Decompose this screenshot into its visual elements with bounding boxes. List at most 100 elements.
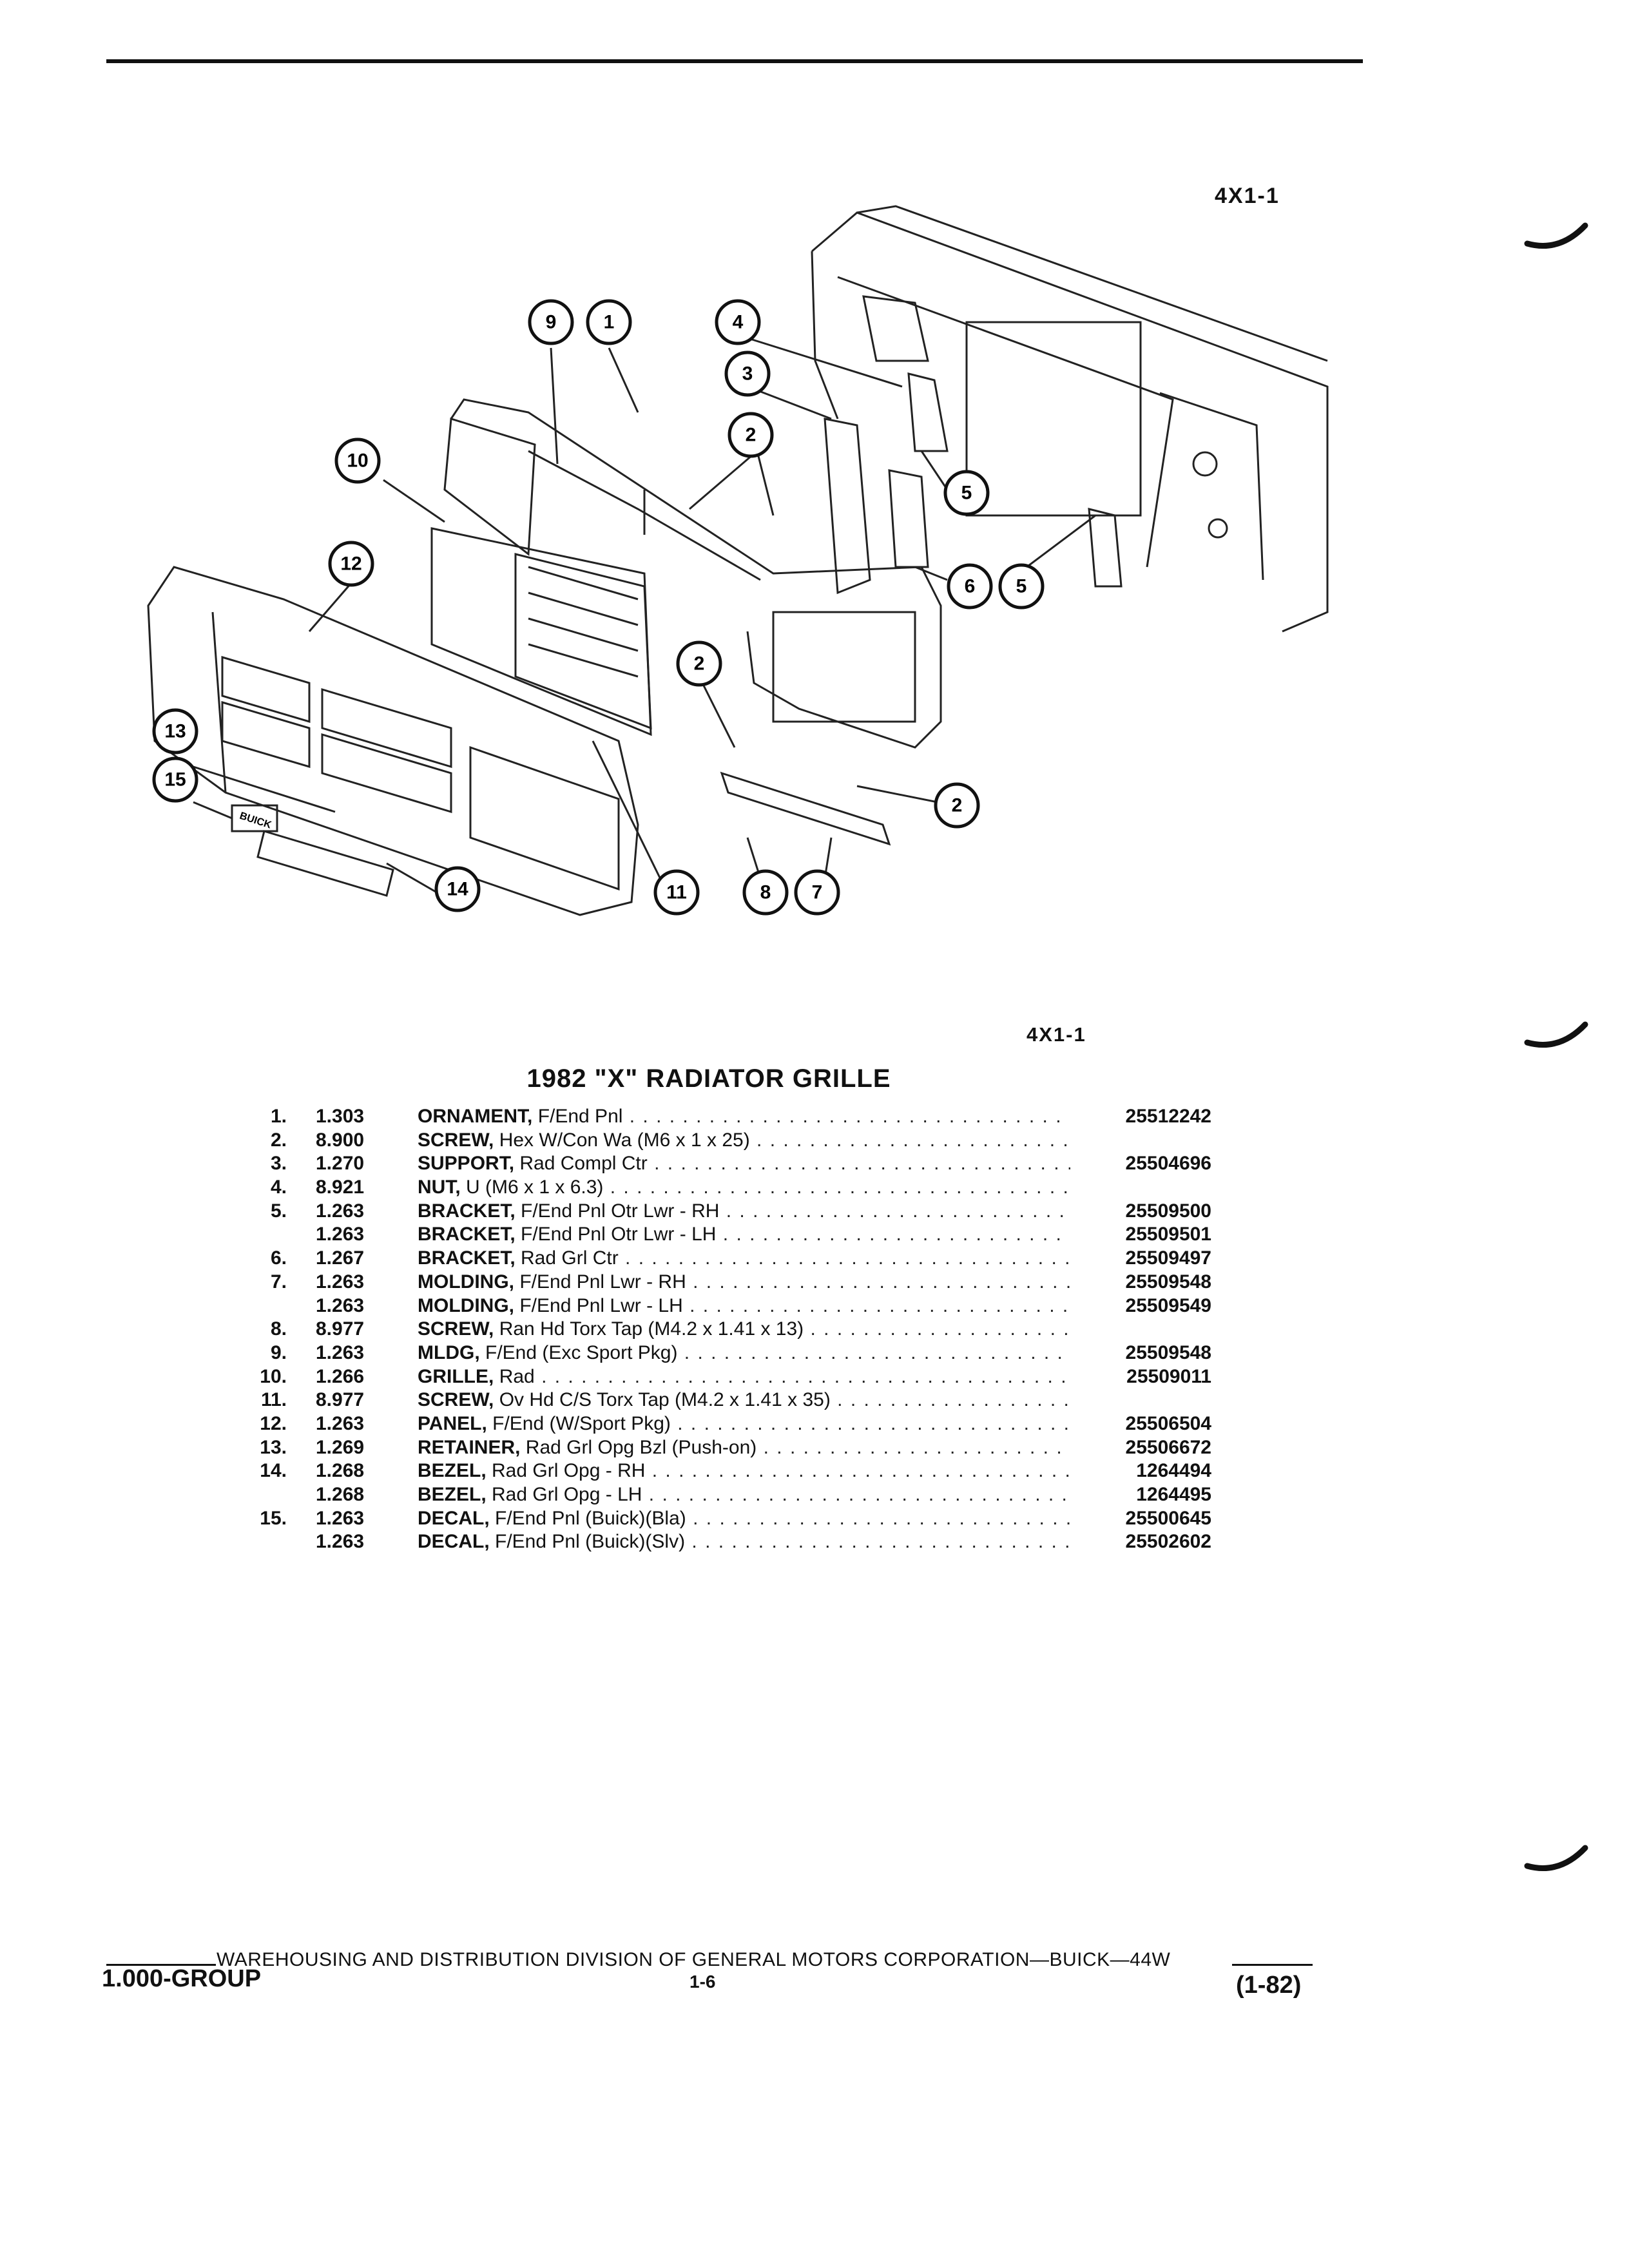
top-rule [106,59,1363,63]
callout-9: 9 [528,299,574,345]
part-number: 25500645 [1125,1507,1211,1529]
part-name: DECAL, [418,1531,490,1553]
part-description: MOLDING, F/End Pnl Lwr - RH . . . . . . … [418,1271,1070,1294]
leader-dots: . . . . . . . . . . . . . . . . . . . . … [691,1531,1070,1553]
callout-14: 14 [434,866,481,912]
group-number: 8.977 [316,1318,365,1340]
part-number: 25509497 [1125,1247,1211,1269]
svg-text:6: 6 [965,576,976,597]
leader-dots: . . . . . . . . . . . . . . . . . . . . … [837,1389,1070,1411]
item-number: 6. [270,1247,287,1269]
leader-dots: . . . . . . . . . . . . . . . . . . . . … [677,1412,1070,1434]
item-number: 11. [260,1389,287,1411]
part-detail: U (M6 x 1 x 6.3) [466,1177,604,1198]
bracket-lh-drawing [907,372,949,452]
svg-text:4: 4 [733,312,744,333]
item-number: 10. [260,1365,287,1387]
part-description: BEZEL, Rad Grl Opg - LH . . . . . . . . … [418,1483,1070,1506]
part-number: 25506672 [1125,1436,1211,1458]
part-detail: F/End Pnl Lwr - LH [519,1294,683,1316]
part-detail: Rad Compl Ctr [519,1153,648,1175]
part-name: SUPPORT, [418,1153,515,1175]
page-title: 1982 "X" RADIATOR GRILLE [526,1064,891,1093]
footer-division-line: WAREHOUSING AND DISTRIBUTION DIVISION OF… [217,1949,1171,1970]
callout-2-upper: 2 [728,412,774,458]
leader-dots: . . . . . . . . . . . . . . . . . . . . … [693,1271,1070,1293]
part-detail: F/End (W/Sport Pkg) [492,1412,671,1434]
part-description: MLDG, F/End (Exc Sport Pkg) . . . . . . … [418,1341,1070,1365]
svg-text:5: 5 [1016,576,1027,597]
part-number: 25504696 [1125,1153,1211,1175]
footer-rule-left [106,1964,216,1966]
part-name: MLDG, [418,1341,480,1363]
leader-dots: . . . . . . . . . . . . . . . . . . . . … [684,1341,1070,1363]
leader-dots: . . . . . . . . . . . . . . . . . . . . … [541,1365,1070,1387]
item-number: 7. [270,1271,287,1293]
group-number: 1.268 [316,1460,365,1482]
svg-text:5: 5 [961,483,972,504]
parts-row: 12. 1.263 PANEL, F/End (W/Sport Pkg) . . .… [232,1412,1211,1436]
part-detail: F/End (Exc Sport Pkg) [485,1341,678,1363]
part-description: RETAINER, Rad Grl Opg Bzl (Push-on) . . … [418,1436,1070,1459]
leader-dots: . . . . . . . . . . . . . . . . . . . . … [629,1106,1070,1127]
callout-12: 12 [328,541,374,587]
callout-15: 15 [152,756,198,803]
part-description: GRILLE, Rad . . . . . . . . . . . . . . … [418,1365,1070,1389]
item-number: 15. [260,1507,287,1529]
part-description: MOLDING, F/End Pnl Lwr - LH . . . . . . … [418,1294,1070,1318]
part-description: PANEL, F/End (W/Sport Pkg) . . . . . . .… [418,1412,1070,1436]
bezel-drawing [256,830,394,897]
part-number: 25509548 [1125,1341,1211,1363]
part-number: 1264495 [1136,1484,1211,1505]
part-description: BRACKET, Rad Grl Ctr . . . . . . . . . .… [418,1247,1070,1270]
part-detail: F/End Pnl Otr Lwr - LH [521,1224,717,1245]
group-number: 1.303 [316,1106,365,1127]
part-description: NUT, U (M6 x 1 x 6.3) . . . . . . . . . … [418,1176,1070,1199]
grille-drawing [430,527,652,736]
part-name: BEZEL, [418,1484,487,1505]
part-detail: Rad [499,1365,535,1387]
callout-13: 13 [152,708,198,754]
svg-text:2: 2 [694,653,705,675]
item-number: 12. [260,1412,287,1434]
leader-dots: . . . . . . . . . . . . . . . . . . . . … [610,1177,1070,1198]
part-description: SCREW, Ov Hd C/S Torx Tap (M4.2 x 1.41 x… [418,1389,1070,1412]
part-detail: F/End Pnl (Buick)(Bla) [495,1507,686,1529]
group-number: 1.270 [316,1153,365,1175]
part-detail: Ran Hd Torx Tap (M4.2 x 1.41 x 13) [499,1318,804,1340]
leader-dots: . . . . . . . . . . . . . . . . . . . . … [648,1484,1070,1505]
svg-text:14: 14 [447,879,468,900]
radiator-support-drawing [811,205,1329,633]
part-name: RETAINER, [418,1436,521,1458]
figure-ref-top: 4X1-1 [1215,184,1280,208]
item-number: 14. [260,1460,287,1482]
callouts: 9 1 10 12 4 3 2 5 6 5 2 2 13 15 14 11 8 … [152,299,1045,916]
group-number: 1.263 [316,1224,365,1245]
hook-mark-1 [1524,222,1588,249]
part-detail: Rad Grl Opg - LH [492,1484,642,1505]
group-number: 1.263 [316,1294,365,1316]
group-number: 1.263 [316,1412,365,1434]
svg-text:13: 13 [164,721,186,742]
group-number: 1.269 [316,1436,365,1458]
upper-molding-drawing [443,398,942,749]
svg-text:8: 8 [760,882,771,903]
part-name: SCREW, [418,1129,494,1151]
part-name: BRACKET, [418,1200,516,1222]
part-name: SCREW, [418,1389,494,1411]
part-name: SCREW, [418,1318,494,1340]
part-detail: F/End Pnl Lwr - RH [519,1271,686,1293]
leader-dots: . . . . . . . . . . . . . . . . . . . . … [693,1507,1070,1529]
part-description: BEZEL, Rad Grl Opg - RH . . . . . . . . … [418,1459,1070,1483]
part-name: BEZEL, [418,1460,487,1482]
svg-text:9: 9 [546,312,557,333]
part-number: 25509501 [1125,1224,1211,1245]
leader-dots: . . . . . . . . . . . . . . . . . . . . … [722,1224,1070,1245]
